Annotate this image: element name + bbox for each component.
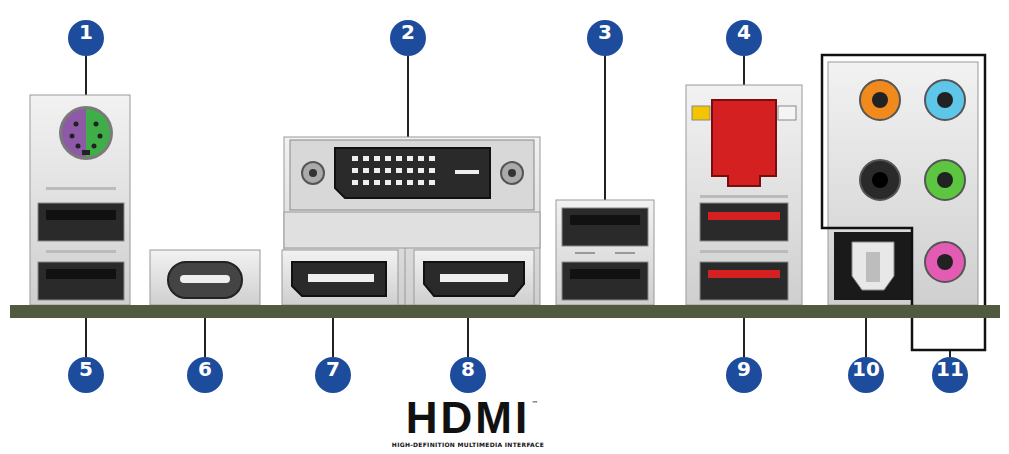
hdmi-logo: HDMI: [406, 396, 530, 440]
callout-number: 8: [450, 357, 486, 393]
dvi-pin: [363, 180, 369, 185]
usb-c-port: [150, 250, 260, 305]
ps2-usb-panel: [30, 95, 130, 305]
dvi-pin: [407, 180, 413, 185]
usb-pair: [556, 200, 654, 305]
trademark-mark: ™: [531, 400, 538, 408]
callout-number: 6: [187, 357, 223, 393]
dvi-port: [284, 137, 540, 305]
callout-number: 3: [587, 20, 623, 56]
displayport: [282, 250, 398, 305]
callout-number: 10: [848, 357, 884, 393]
dvi-pin: [418, 168, 424, 173]
motherboard-edge: [10, 305, 1000, 318]
dvi-pin: [363, 168, 369, 173]
dvi-pin: [418, 180, 424, 185]
dvi-pin: [429, 180, 435, 185]
callout-number: 4: [726, 20, 762, 56]
callout-number: 9: [726, 357, 762, 393]
dvi-pin: [407, 156, 413, 161]
dvi-pin: [385, 168, 391, 173]
logo-subtitle: HIGH-DEFINITION MULTIMEDIA INTERFACE: [392, 441, 544, 448]
callout-number: 5: [68, 357, 104, 393]
dvi-pin: [429, 168, 435, 173]
dvi-pin: [363, 156, 369, 161]
dvi-pin: [407, 168, 413, 173]
dvi-pin: [385, 180, 391, 185]
callout-number: 11: [932, 357, 968, 393]
dvi-pin: [418, 156, 424, 161]
dvi-pin: [429, 156, 435, 161]
callout-number: 2: [390, 20, 426, 56]
dvi-pin: [352, 180, 358, 185]
dvi-pin: [374, 156, 380, 161]
dvi-pin: [396, 168, 402, 173]
callout-number: 7: [315, 357, 351, 393]
dvi-pin: [374, 168, 380, 173]
dvi-pin: [385, 156, 391, 161]
dvi-pin: [374, 180, 380, 185]
callout-circles: [68, 20, 968, 393]
lan-usb-panel: [686, 85, 802, 305]
callout-number: 1: [68, 20, 104, 56]
dvi-pin: [352, 156, 358, 161]
dvi-pin: [352, 168, 358, 173]
dvi-pin: [396, 156, 402, 161]
dvi-pin: [396, 180, 402, 185]
hdmi-port: [414, 250, 534, 305]
